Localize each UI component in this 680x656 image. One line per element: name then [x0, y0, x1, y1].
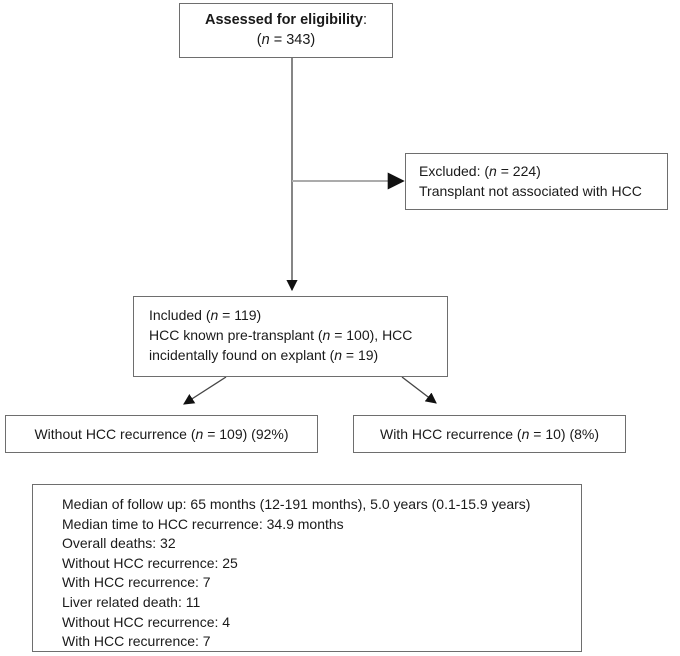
text-segment: Without HCC recurrence ( — [34, 426, 196, 442]
text-line: Excluded: (n = 224) — [419, 161, 667, 181]
arrow-to-with-recurrence — [401, 376, 437, 404]
text-line: Without HCC recurrence (n = 109) (92%) — [34, 424, 288, 444]
text-line: Overall deaths: 32 — [62, 534, 581, 554]
text-line: Included (n = 119) — [149, 305, 447, 325]
without-hcc-recurrence-box: Without HCC recurrence (n = 109) (92%) — [5, 415, 318, 453]
text-line: Assessed for eligibility: — [180, 10, 392, 30]
text-segment: = 119) — [218, 307, 262, 323]
text-segment: Overall deaths: 32 — [62, 535, 176, 552]
text-line: Transplant not associated with HCC — [419, 181, 667, 201]
text-segment: incidentally found on explant ( — [149, 347, 335, 363]
with-hcc-recurrence-box: With HCC recurrence (n = 10) (8%) — [353, 415, 626, 453]
text-line: incidentally found on explant (n = 19) — [149, 345, 447, 365]
text-segment: With HCC recurrence: 7 — [62, 633, 211, 650]
text-segment: Excluded: ( — [419, 163, 490, 179]
text-segment: : — [362, 12, 367, 28]
text-segment: Assessed for eligibility — [205, 12, 363, 28]
text-line: With HCC recurrence: 7 — [62, 632, 581, 652]
text-segment: n — [334, 347, 343, 363]
text-line: Without HCC recurrence: 25 — [62, 554, 581, 574]
text-segment: n — [210, 307, 219, 323]
text-line: With HCC recurrence (n = 10) (8%) — [380, 424, 599, 444]
follow-up-summary-box: Median of follow up: 65 months (12-191 m… — [32, 484, 582, 652]
text-line: Median of follow up: 65 months (12-191 m… — [62, 495, 581, 515]
arrow-to-without-recurrence — [183, 376, 227, 405]
text-segment: = 224) — [496, 163, 541, 179]
text-line: Without HCC recurrence: 4 — [62, 613, 581, 633]
text-line: With HCC recurrence: 7 — [62, 573, 581, 593]
text-segment: Median time to HCC recurrence: 34.9 mont… — [62, 515, 344, 532]
text-line: Liver related death: 11 — [62, 593, 581, 613]
text-segment: Without HCC recurrence: 4 — [62, 613, 231, 630]
included-box: Included (n = 119)HCC known pre-transpla… — [133, 296, 448, 377]
text-segment: n — [489, 163, 497, 179]
text-segment: HCC known pre-transplant ( — [149, 327, 323, 343]
text-segment: Included ( — [149, 307, 211, 323]
text-segment: n — [521, 426, 530, 442]
text-segment: n — [322, 327, 331, 343]
text-segment: Transplant not associated with HCC — [419, 183, 642, 199]
excluded-box: Excluded: (n = 224) Transplant not associ… — [405, 153, 668, 210]
assessed-for-eligibility-box: Assessed for eligibility:(n = 343) — [179, 3, 393, 58]
text-segment: n — [195, 426, 204, 442]
text-segment: = 109) (92%) — [203, 426, 289, 442]
text-segment: = 10) (8%) — [529, 426, 600, 442]
text-line: Median time to HCC recurrence: 34.9 mont… — [62, 515, 581, 535]
text-segment: With HCC recurrence: 7 — [62, 574, 211, 591]
text-line: (n = 343) — [180, 30, 392, 50]
text-segment: Median of follow up: 65 months (12-191 m… — [62, 496, 531, 512]
text-segment: ( — [256, 32, 262, 48]
text-segment: = 343) — [269, 32, 316, 48]
text-segment: With HCC recurrence ( — [379, 426, 522, 442]
text-segment: = 19) — [342, 347, 379, 363]
text-segment: = 100), HCC — [330, 327, 413, 343]
text-segment: Without HCC recurrence: 25 — [62, 554, 238, 571]
text-line: HCC known pre-transplant (n = 100), HCC — [149, 325, 447, 345]
text-segment: Liver related death: 11 — [62, 593, 201, 610]
text-segment: n — [261, 32, 270, 48]
